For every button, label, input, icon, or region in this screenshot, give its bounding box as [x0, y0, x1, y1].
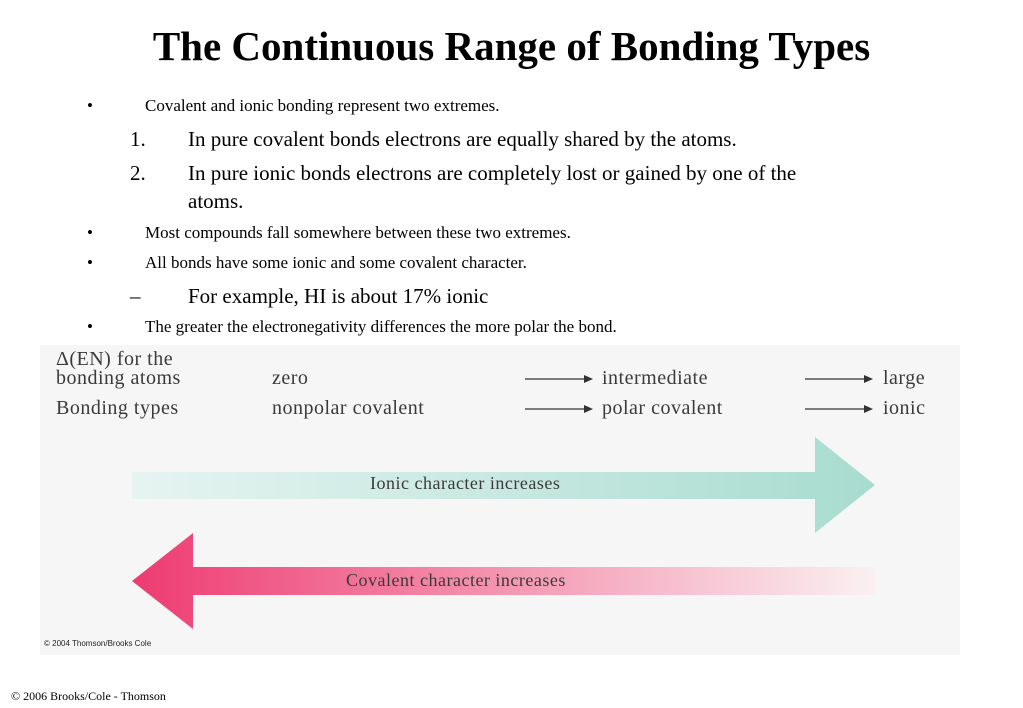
ionic-character-arrow [132, 437, 875, 533]
numbered-text: In pure covalent bonds electrons are equ… [188, 127, 737, 151]
bonding-figure: Δ(EN) for the bonding atoms zero interme… [40, 345, 960, 655]
bullet-text: The greater the electronegativity differ… [145, 317, 617, 336]
numbered-marker: 2. [130, 161, 146, 185]
bullet-text: Covalent and ionic bonding represent two… [145, 96, 500, 115]
numbered-text-continuation: atoms. [188, 189, 244, 213]
slide-title: The Continuous Range of Bonding Types [152, 23, 871, 69]
bullet-text: All bonds have some ionic and some coval… [145, 253, 527, 272]
sub-bullet-text: For example, HI is about 17% ionic [188, 284, 489, 308]
right-arrow-icon [805, 405, 873, 413]
bullet-marker: • [87, 223, 93, 242]
bullet-marker: • [87, 317, 93, 336]
en-value-intermediate: intermediate [602, 367, 708, 389]
en-label-line2: bonding atoms [56, 367, 181, 389]
en-value-large: large [883, 367, 926, 389]
numbered-text: In pure ionic bonds electrons are comple… [188, 161, 797, 185]
en-value-zero: zero [272, 367, 309, 389]
right-arrow-icon [525, 405, 593, 413]
figure-copyright: © 2004 Thomson/Brooks Cole [44, 639, 152, 648]
bullet-marker: • [87, 96, 93, 115]
en-label-line1: Δ(EN) for the [56, 348, 174, 370]
ionic-arrow-label: Ionic character increases [370, 473, 561, 493]
bond-type-polar: polar covalent [602, 397, 723, 419]
numbered-marker: 1. [130, 127, 146, 151]
right-arrow-icon [525, 375, 593, 383]
bullet-text: Most compounds fall somewhere between th… [145, 223, 571, 242]
slide-footer: © 2006 Brooks/Cole - Thomson [11, 689, 166, 703]
right-arrow-icon [805, 375, 873, 383]
bond-type-ionic: ionic [883, 397, 926, 419]
bond-type-nonpolar: nonpolar covalent [272, 397, 425, 419]
dash-marker: – [130, 284, 141, 308]
bullet-marker: • [87, 253, 93, 272]
covalent-arrow-label: Covalent character increases [346, 570, 566, 590]
character-arrows [132, 437, 875, 629]
bonding-types-label: Bonding types [56, 397, 179, 419]
covalent-character-arrow [132, 533, 875, 629]
